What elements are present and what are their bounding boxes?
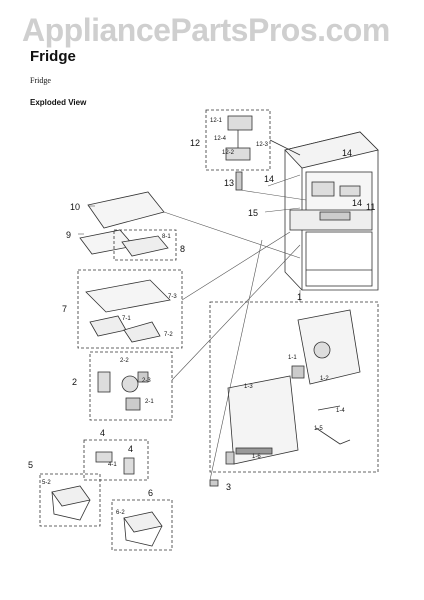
- label-12-2: 12-2: [222, 150, 235, 156]
- label-2-2: 2-2: [120, 358, 129, 364]
- part-8-group: [113, 229, 177, 261]
- label-7-2: 7-2: [164, 332, 173, 338]
- fridge-cabinet: [284, 131, 379, 291]
- part-12-group: [205, 109, 271, 171]
- label-1-6: 1-6: [252, 454, 261, 460]
- part-6-group: [111, 499, 173, 551]
- label-15: 15: [248, 208, 258, 218]
- label-11: 11: [366, 202, 375, 212]
- label-7-1: 7-1: [122, 316, 131, 322]
- label-1-1: 1-1: [288, 355, 297, 361]
- label-7: 7: [62, 304, 67, 314]
- label-12: 12: [190, 138, 200, 148]
- part-10-shape: [87, 191, 165, 229]
- label-3: 3: [226, 482, 231, 492]
- label-14b: 14: [264, 174, 274, 184]
- label-12-3: 12-3: [256, 142, 269, 148]
- watermark: AppliancePartsPros.com: [22, 12, 390, 48]
- part-2-group: [89, 351, 173, 421]
- label-5: 5: [28, 460, 33, 470]
- view-label: Exploded View: [30, 98, 87, 107]
- label-9: 9: [66, 230, 71, 240]
- label-6-2: 6-2: [116, 510, 125, 516]
- label-5-2: 5-2: [42, 480, 51, 486]
- leader-lines: [78, 174, 307, 481]
- label-7-3: 7-3: [168, 294, 177, 300]
- label-1-4: 1-4: [336, 408, 345, 414]
- label-14a: 14: [342, 148, 352, 158]
- label-6: 6: [148, 488, 153, 498]
- label-8-1: 8-1: [162, 234, 171, 240]
- label-4a: 4: [100, 428, 105, 438]
- label-1-2: 1-2: [320, 376, 329, 382]
- section-subtitle: Fridge: [30, 76, 51, 85]
- label-10: 10: [70, 202, 80, 212]
- label-12-1: 12-1: [210, 118, 223, 124]
- label-2-1: 2-1: [145, 399, 154, 405]
- part-1-group: [209, 301, 379, 473]
- part-5-group: [39, 473, 101, 527]
- page-title: Fridge: [30, 48, 76, 65]
- part-3-shape: [209, 479, 219, 487]
- label-2: 2: [72, 377, 77, 387]
- part-13-shape: [235, 171, 243, 191]
- part-7-group: [77, 269, 183, 349]
- label-4-1: 4-1: [108, 462, 117, 468]
- part-12-1-shape: [227, 115, 253, 131]
- label-8: 8: [180, 244, 185, 254]
- label-2-3: 2-3: [142, 378, 151, 384]
- part-4-group: [83, 439, 149, 481]
- label-13: 13: [224, 178, 234, 188]
- label-1-5: 1-5: [314, 426, 323, 432]
- label-14c: 14: [352, 198, 362, 208]
- label-1: 1: [297, 292, 302, 302]
- callout-labels: 1 1-1 1-2 1-3 1-4 1-5 1-6 2 2-1 2-2 2-3 …: [28, 118, 375, 516]
- label-12-4: 12-4: [214, 136, 227, 142]
- label-4b: 4: [128, 444, 133, 454]
- label-1-3: 1-3: [244, 384, 253, 390]
